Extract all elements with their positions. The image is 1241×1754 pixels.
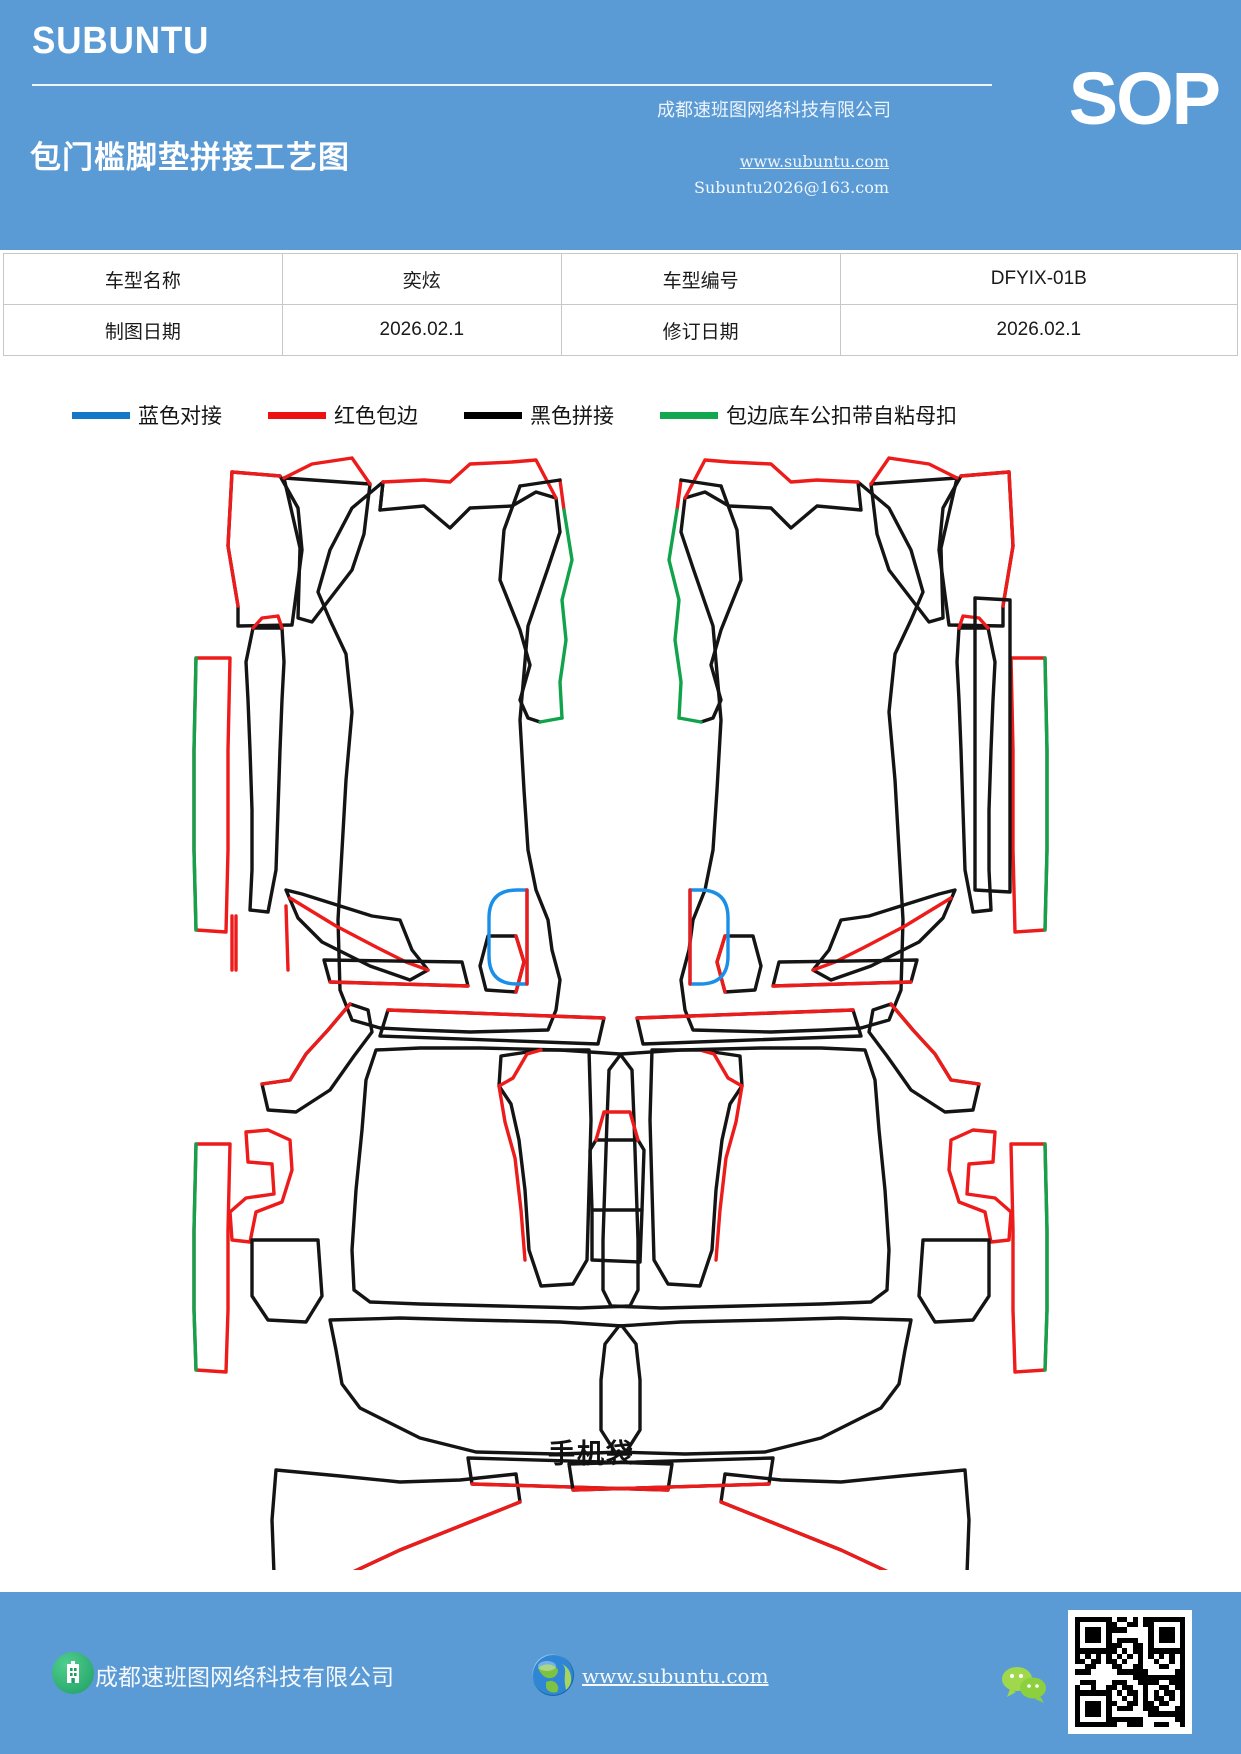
cell-model-code-value: DFYIX-01B <box>839 253 1239 305</box>
qr-code-matrix <box>1075 1617 1185 1727</box>
legend-label-black: 黑色拼接 <box>530 404 614 428</box>
legend-swatch-black-icon <box>464 411 522 419</box>
mat-pattern-svg <box>192 456 1049 1570</box>
upper-left-mat-group <box>192 456 574 1034</box>
lower-left-mat-group <box>192 1002 744 1570</box>
cell-draw-date-value: 2026.02.1 <box>281 304 562 356</box>
sop-badge: SOP <box>1068 57 1221 140</box>
upper-right-mat-group <box>667 456 1049 1034</box>
legend-label-blue: 蓝色对接 <box>138 404 222 428</box>
page-title: 包门槛脚垫拼接工艺图 <box>30 140 350 176</box>
cell-model-name-label: 车型名称 <box>3 253 283 305</box>
footer-company-name: 成都速班图网络科技有限公司 <box>95 1665 394 1691</box>
stitching-legend: 蓝色对接 红色包边 黑色拼接 包边底车公扣带自粘母扣 <box>0 400 1241 430</box>
legend-item-black: 黑色拼接 <box>464 400 614 430</box>
building-icon <box>52 1652 94 1694</box>
legend-item-blue: 蓝色对接 <box>72 400 222 430</box>
upper-right-outer-strip <box>973 596 1012 894</box>
document-header: SUBUNTU 包门槛脚垫拼接工艺图 成都速班图网络科技有限公司 www.sub… <box>0 0 1241 250</box>
phone-pocket-group <box>487 888 730 986</box>
qr-code <box>1068 1610 1192 1734</box>
legend-swatch-green-icon <box>660 411 718 419</box>
cell-revision-date-value: 2026.02.1 <box>839 304 1239 356</box>
legend-item-red: 红色包边 <box>268 400 418 430</box>
legend-swatch-red-icon <box>268 411 326 419</box>
cell-model-name-value: 奕炫 <box>281 253 562 305</box>
header-email-text: Subuntu2026@163.com <box>694 178 889 197</box>
cell-draw-date-label: 制图日期 <box>3 304 283 356</box>
brand-logo-text: SUBUNTU <box>32 20 210 62</box>
table-row: 制图日期 2026.02.1 修订日期 2026.02.1 <box>3 304 1239 356</box>
document-footer: 成都速班图网络科技有限公司 www.subuntu.com <box>0 1592 1241 1754</box>
header-divider-rule <box>32 84 992 86</box>
legend-label-green: 包边底车公扣带自粘母扣 <box>726 404 957 428</box>
wechat-icon <box>1000 1664 1050 1704</box>
pattern-drawing-area: 手机袋 <box>0 450 1241 1570</box>
legend-swatch-blue-icon <box>72 411 130 419</box>
phone-pocket-label: 手机袋 <box>548 1439 635 1470</box>
legend-label-red: 红色包边 <box>334 404 418 428</box>
lower-center-piece <box>588 1110 646 1264</box>
globe-icon <box>532 1654 574 1696</box>
lower-right-mat-group <box>497 1002 1049 1570</box>
legend-item-green: 包边底车公扣带自粘母扣 <box>660 400 957 430</box>
cell-revision-date-label: 修订日期 <box>560 304 841 356</box>
table-row: 车型名称 奕炫 车型编号 DFYIX-01B <box>3 253 1239 305</box>
header-website-link[interactable]: www.subuntu.com <box>739 152 889 171</box>
header-company-name: 成都速班图网络科技有限公司 <box>657 100 891 121</box>
cell-model-code-label: 车型编号 <box>560 253 841 305</box>
vehicle-info-table: 车型名称 奕炫 车型编号 DFYIX-01B 制图日期 2026.02.1 修订… <box>3 253 1239 356</box>
footer-website-link[interactable]: www.subuntu.com <box>582 1664 769 1688</box>
